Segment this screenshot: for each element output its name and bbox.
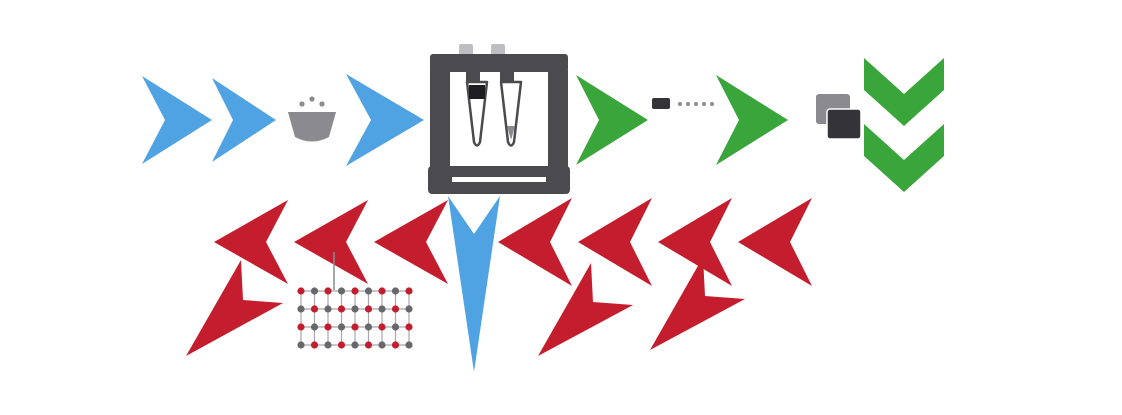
furnace-knob: [459, 44, 473, 56]
red-arrow-left-2-icon: [658, 198, 732, 286]
red-arrow-left-5-icon: [374, 200, 448, 284]
crucible-bowl: [288, 112, 336, 142]
blue-arrow-right-1-icon: [142, 76, 212, 164]
blue-arrow-down-icon: [448, 196, 500, 372]
transport-dot: [694, 102, 698, 106]
ampoule-clamp: [500, 72, 514, 82]
sealed-tube-dotted-line-icon: [652, 98, 714, 109]
lattice-atom-red: [324, 323, 332, 331]
right-ampoule-deposit: [507, 126, 515, 140]
lattice-atom-gray: [364, 287, 373, 295]
lattice-atom-red: [337, 341, 346, 349]
lattice-atom-red: [364, 341, 373, 349]
lattice-atom-gray: [378, 305, 386, 313]
transport-dot: [678, 102, 682, 106]
lattice-atom-gray: [378, 341, 386, 349]
furnace-left-column: [430, 70, 450, 170]
lattice-atom-red: [391, 341, 400, 349]
right-ampoule: [499, 80, 523, 147]
lattice-atom-red: [351, 287, 359, 295]
lattice-atom-gray: [324, 341, 332, 349]
red-arrow-left-6-icon: [294, 200, 368, 284]
green-chevron-down-1: [864, 58, 944, 126]
ampoule-furnace-icon: [428, 44, 570, 194]
red-diagonal-arrow-3-icon: [650, 257, 745, 350]
ampoule-clamp: [466, 72, 480, 82]
crystal-plate-front: [826, 108, 862, 140]
powder-dot: [319, 101, 325, 107]
crystal-stack-icon: [816, 94, 862, 140]
crystal-lattice: [297, 287, 413, 349]
lattice-atom-red: [310, 341, 319, 349]
lattice-atom-gray: [297, 305, 305, 313]
lattice-atom-red: [405, 287, 413, 295]
lattice-atom-red: [337, 305, 346, 313]
lattice-atom-red: [351, 323, 359, 331]
lattice-atom-gray: [351, 341, 359, 349]
lattice-atom-gray: [297, 341, 305, 349]
red-arrow-left-7-icon: [214, 200, 288, 284]
lattice-atom-gray: [391, 323, 400, 331]
lattice-atom-red: [297, 323, 305, 331]
lattice-atom-gray: [405, 305, 413, 313]
furnace-knob: [491, 44, 505, 56]
top-flow-row: [142, 44, 944, 194]
lattice-atom-gray: [337, 323, 346, 331]
blue-arrow-right-3-icon: [346, 74, 424, 166]
lattice-atom-red: [364, 305, 373, 313]
blue-arrow-right-2-icon: [212, 78, 276, 162]
furnace-base-slot: [452, 177, 546, 182]
furnace-right-column: [548, 70, 568, 170]
red-arrow-left-1-icon: [738, 198, 812, 286]
lattice-atom-red: [378, 323, 386, 331]
lattice-atom-gray: [310, 287, 319, 295]
lattice-atom-red: [310, 305, 319, 313]
lattice-atom-gray: [337, 287, 346, 295]
lattice-atom-red: [391, 305, 400, 313]
powder-crucible-icon: [288, 96, 336, 142]
red-arrow-left-4-icon: [498, 198, 572, 286]
transport-dot: [710, 102, 714, 106]
lattice-atom-gray: [310, 323, 319, 331]
lattice-atom-red: [324, 287, 332, 295]
transport-dot: [686, 102, 690, 106]
lattice-atom-gray: [351, 305, 359, 313]
furnace-top-bar: [430, 54, 568, 72]
transport-dot: [702, 102, 706, 106]
lattice-atom-gray: [405, 341, 413, 349]
bottom-flow-row: [186, 196, 812, 372]
green-chevron-down-2: [864, 124, 944, 192]
sealed-tube: [652, 98, 670, 109]
lattice-atom-red: [297, 287, 305, 295]
green-arrow-right-2-icon: [716, 75, 788, 165]
left-ampoule-charge: [469, 85, 485, 99]
green-double-chevron-down-icon: [864, 58, 944, 192]
lattice-atom-gray: [324, 305, 332, 313]
red-arrow-left-3-icon: [578, 198, 652, 286]
lattice-atom-red: [405, 323, 413, 331]
green-arrow-right-1-icon: [576, 75, 648, 165]
lattice-atom-gray: [391, 287, 400, 295]
powder-dot: [309, 96, 315, 102]
red-diagonal-arrow-2-icon: [538, 263, 633, 356]
powder-dot: [299, 101, 305, 107]
lattice-atom-red: [378, 287, 386, 295]
lattice-atom-gray: [364, 323, 373, 331]
red-diagonal-arrow-1-icon: [186, 260, 283, 356]
